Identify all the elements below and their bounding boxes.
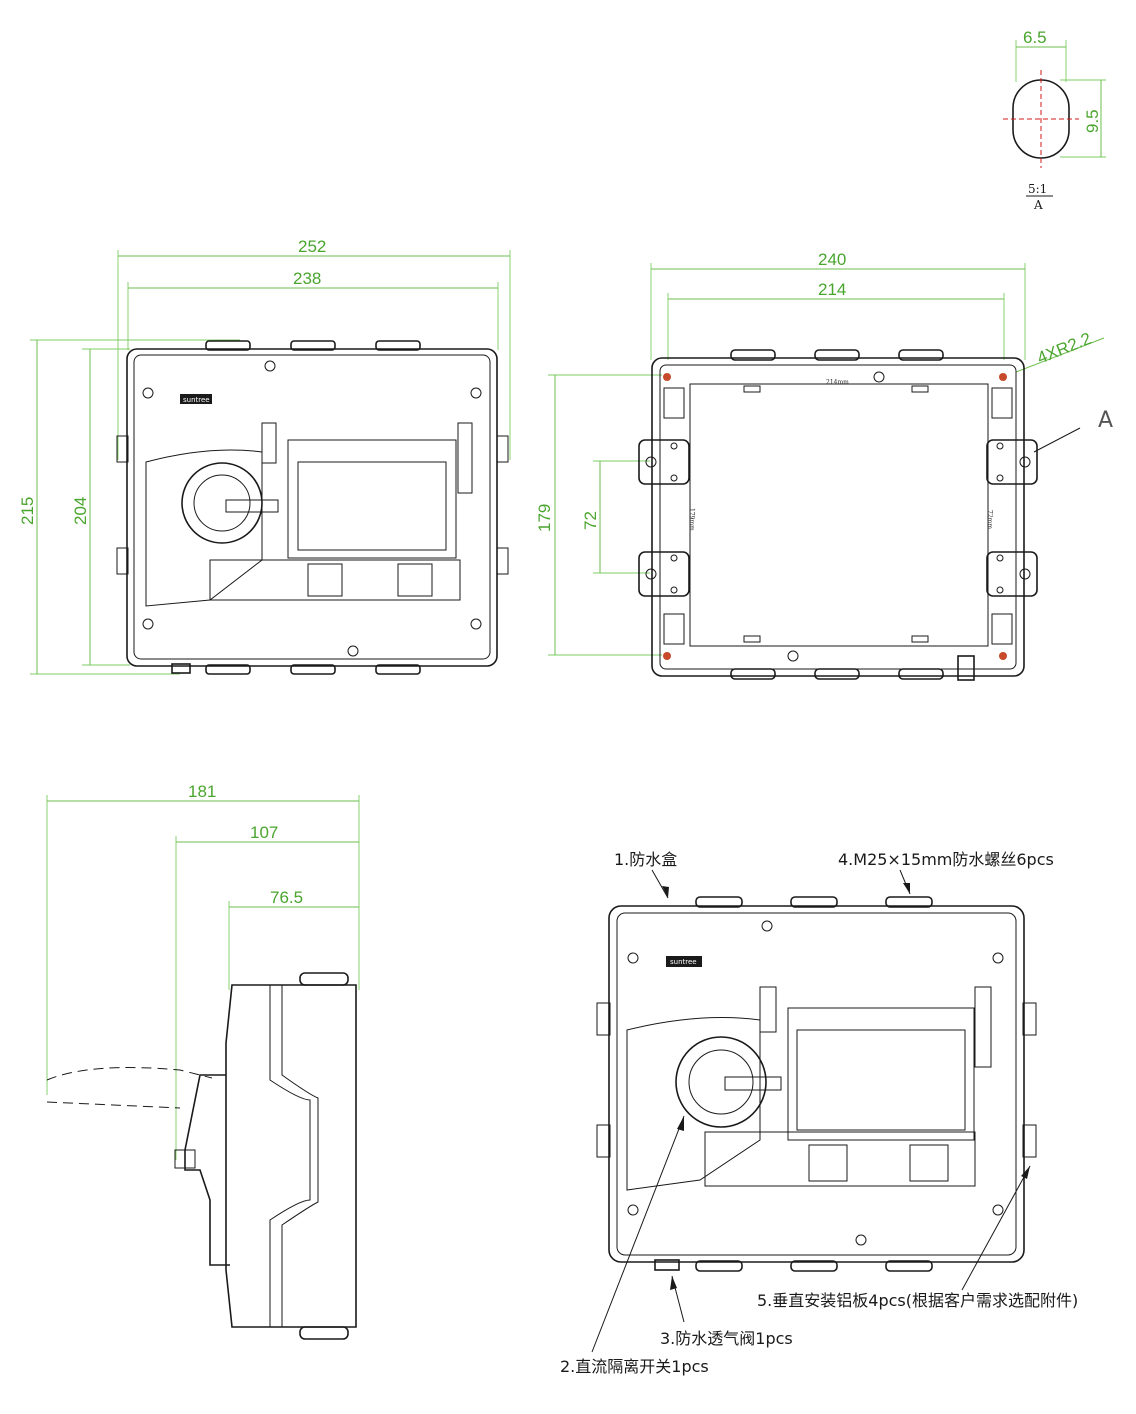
back-height: 179 xyxy=(535,504,554,532)
detail-width-label: 6.5 xyxy=(1023,28,1047,47)
parts-brand-text: suntree xyxy=(670,958,697,966)
mounting-bracket-right-bottom xyxy=(986,551,1038,597)
front-box-body xyxy=(126,348,498,667)
parts-box-body xyxy=(608,905,1025,1263)
back-width-outer: 240 xyxy=(818,250,846,269)
detail-label: A xyxy=(1033,198,1043,212)
back-box-body xyxy=(651,357,1025,677)
detail-scale: 5:1 xyxy=(1028,182,1047,196)
parts-isolator-knob xyxy=(675,1036,767,1128)
back-small-label-left: 179mm xyxy=(688,508,695,531)
front-height-outer: 215 xyxy=(18,497,37,525)
side-depth-2: 107 xyxy=(250,823,278,842)
front-width-outer: 252 xyxy=(298,237,326,256)
parts-view: suntree 1.防水盒 4.M25×15mm防水螺丝6pcs 5.垂直安装铝… xyxy=(560,850,1078,1376)
back-width-inner: 214 xyxy=(818,280,846,299)
callout-5: 5.垂直安装铝板4pcs(根据客户需求选配附件) xyxy=(757,1291,1078,1310)
detail-height-label: 9.5 xyxy=(1083,109,1102,133)
front-height-inner: 204 xyxy=(71,497,90,525)
mounting-bracket-left-bottom xyxy=(638,551,690,597)
side-view: 181 107 76.5 xyxy=(46,782,360,1340)
front-width-inner: 238 xyxy=(293,269,321,288)
front-brand-text: suntree xyxy=(183,396,210,404)
back-corner-radius: 4XR2.2 xyxy=(1034,329,1094,368)
callout-3: 3.防水透气阀1pcs xyxy=(660,1329,793,1348)
side-depth-3: 76.5 xyxy=(270,888,303,907)
side-depth-1: 181 xyxy=(188,782,216,801)
front-isolator-knob xyxy=(181,462,263,544)
back-hole-spacing: 72 xyxy=(581,511,600,530)
mounting-bracket-right-top xyxy=(986,439,1038,485)
callout-4: 4.M25×15mm防水螺丝6pcs xyxy=(838,850,1054,869)
back-detail-ref: A xyxy=(1098,408,1113,433)
callout-1: 1.防水盒 xyxy=(614,850,677,869)
front-view: 252 238 215 204 xyxy=(18,237,511,675)
parts-brand-plate xyxy=(666,956,702,967)
back-small-label-right: 72mm xyxy=(986,510,993,529)
detail-a-view: 6.5 9.5 5:1 A xyxy=(1003,28,1106,212)
back-small-label-top: 214mm xyxy=(826,379,849,386)
front-brand-plate xyxy=(180,394,212,404)
back-view: 240 214 179 72 4XR2.2 A xyxy=(535,250,1113,681)
mounting-bracket-left-top xyxy=(638,439,690,485)
callout-2: 2.直流隔离开关1pcs xyxy=(560,1357,709,1376)
side-box-body xyxy=(225,984,357,1328)
